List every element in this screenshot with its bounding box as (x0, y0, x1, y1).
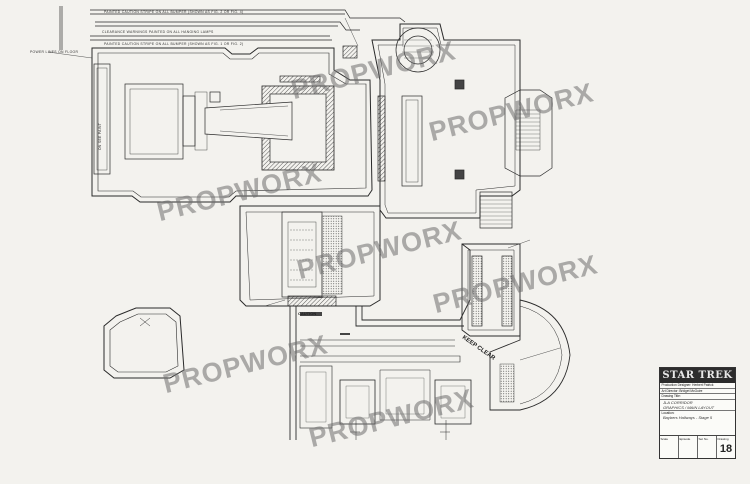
note-left-panel: ON SEE PAINT (98, 123, 102, 150)
scale-label: Scale (660, 436, 669, 441)
episode-cell: Episode (679, 436, 698, 458)
drawing-cell: Drawing 18 (717, 436, 735, 458)
drawing-number: 18 (719, 442, 733, 455)
drawing-label: Drawing (717, 436, 729, 441)
main-room-wall (91, 47, 373, 203)
keep-clear-label: KEEP CLEAR (461, 335, 497, 362)
drawing-title: JLA CORRIDOR (663, 399, 693, 405)
art-director: Art Director: Bridget McGuire (660, 389, 735, 395)
scale-cell: Scale (660, 436, 679, 458)
drawing-title-label: Drawing Title: (660, 394, 735, 400)
octagon-room-wall (103, 307, 185, 379)
left-edge-lines (59, 6, 63, 50)
location-label: Location: (661, 410, 675, 415)
middle-room-wall (239, 205, 381, 307)
star-trek-logo: STAR TREK (660, 368, 735, 383)
title-block: STAR TREK Production Designer: Herbert P… (659, 367, 736, 459)
drawing-subtitle: GRAPHICS / MAIN LAYOUT (660, 405, 735, 411)
production-designer: Production Designer: Herbert Patrick (660, 383, 735, 389)
location: Baybers Hallways - Stage 5 (663, 415, 713, 421)
episode-label: Episode (679, 436, 691, 441)
title-block-bottom: Scale Episode Set No. Drawing 18 (660, 435, 735, 458)
right-room-wall (371, 23, 521, 219)
note-top-3: PAINTED CAUTION STRIPE ON ALL BUMPER (SH… (104, 42, 243, 46)
note-floor: POWER LINES ON FLOOR (30, 50, 78, 54)
note-top-1: PAINTED CAUTION STRIPE ON ALL BUMPER (SH… (104, 10, 243, 14)
caution-label: CAUTION (298, 311, 316, 316)
note-top-2: CLEARANCE WARNINGS PAINTED ON ALL HANGIN… (102, 30, 214, 34)
set-no-label: Set No. (698, 436, 709, 441)
set-no-cell: Set No. (698, 436, 717, 458)
